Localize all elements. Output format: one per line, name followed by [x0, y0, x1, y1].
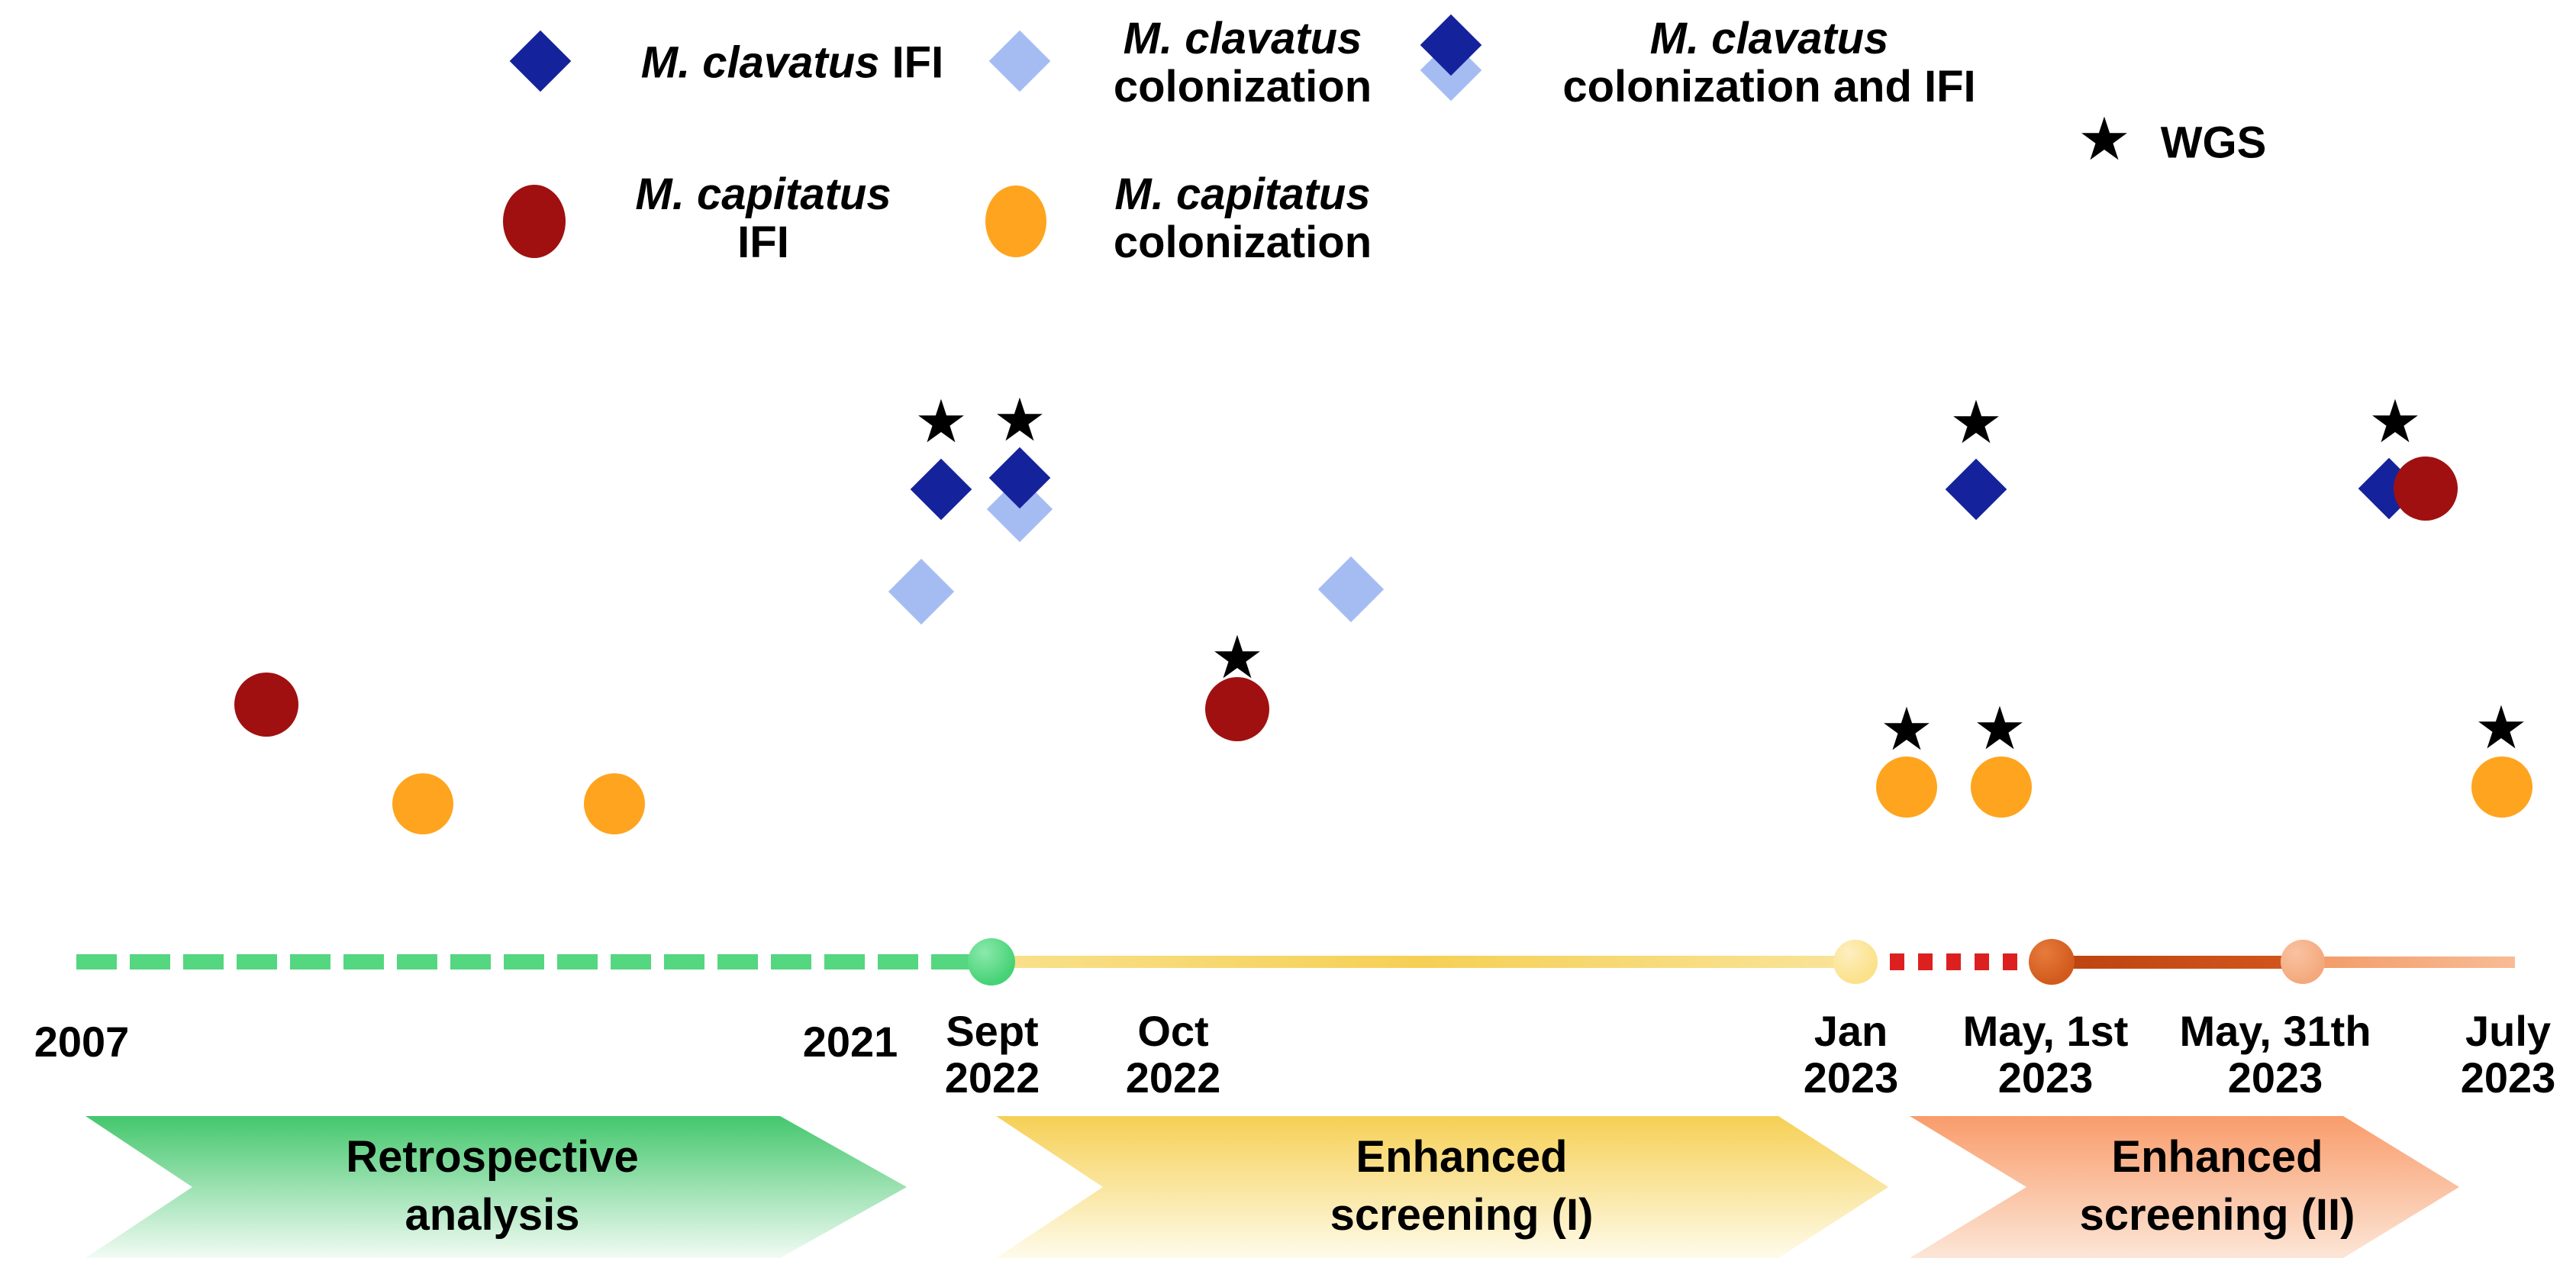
- legend-species-text: M. clavatus: [1649, 14, 1889, 63]
- marker-clavatus-ifi: [910, 458, 972, 521]
- legend-capitatus-colonization-label: M. capitatus colonization: [1114, 170, 1372, 266]
- legend-clavatus-ifi-icon: [509, 30, 572, 92]
- marker-clavatus-col: [1317, 556, 1385, 623]
- legend-species-text: M. clavatus: [1123, 14, 1362, 63]
- marker-capitatus-col: [584, 773, 645, 834]
- legend-rest-text: colonization: [1113, 62, 1372, 111]
- timeline-label-2007: 2007: [34, 1018, 130, 1066]
- timeline-segment-screening2-dark: [2052, 955, 2304, 969]
- legend-rest-text: IFI: [891, 37, 944, 88]
- marker-wgs: ★: [2474, 693, 2528, 761]
- marker-capitatus-ifi: [234, 673, 298, 737]
- marker-wgs: ★: [993, 386, 1046, 453]
- legend-species-text: M. clavatus: [640, 37, 880, 88]
- marker-capitatus-col: [1971, 757, 2032, 818]
- legend-species-text: M. capitatus: [1114, 169, 1371, 219]
- marker-capitatus-col: [392, 773, 453, 834]
- marker-capitatus-ifi: [1205, 677, 1269, 741]
- legend-capitatus-colonization-icon: [985, 186, 1046, 257]
- timeline-sept-2022-dot: [968, 938, 1015, 986]
- phase-arrow-screening-1: [996, 1116, 1888, 1258]
- marker-wgs: ★: [2368, 387, 2422, 455]
- timeline-segment-pre-screening2-dashed: [1890, 953, 2032, 970]
- legend-species-text: M. capitatus: [635, 169, 891, 219]
- legend-wgs-star-icon: ★: [2078, 105, 2131, 173]
- legend-clavatus-colonization-ifi-label: M. clavatus colonization and IFI: [1562, 15, 1975, 111]
- timeline-segment-retrospective-dashed: [76, 954, 971, 969]
- marker-clavatus-ifi: [1945, 458, 2007, 521]
- legend-rest-text: colonization and IFI: [1562, 62, 1976, 111]
- legend-wgs-label: WGS: [2160, 118, 2267, 168]
- phase-arrow-retrospective: [85, 1116, 907, 1258]
- marker-capitatus-col: [1876, 757, 1937, 818]
- legend-rest-text: colonization: [1113, 218, 1372, 267]
- timeline-segment-screening1-solid: [991, 956, 1855, 968]
- legend-capitatus-ifi-label: M. capitatus IFI: [635, 170, 891, 266]
- marker-wgs: ★: [1973, 694, 2026, 762]
- legend-clavatus-colonization-icon: [988, 30, 1051, 92]
- marker-wgs: ★: [914, 387, 968, 455]
- timeline-may31-2023-dot: [2281, 940, 2325, 984]
- timeline-segment-screening2-salmon: [2304, 956, 2515, 968]
- timeline-jan-2023-dot: [1833, 940, 1878, 984]
- marker-wgs: ★: [1880, 695, 1933, 763]
- legend-clavatus-colonization-label: M. clavatus colonization: [1114, 15, 1372, 111]
- legend-clavatus-ifi-label: M. clavatus IFI: [641, 39, 943, 87]
- marker-capitatus-ifi: [2394, 456, 2458, 521]
- marker-clavatus-col: [888, 558, 955, 625]
- marker-wgs: ★: [1949, 388, 2003, 456]
- legend-capitatus-ifi-icon: [503, 185, 566, 258]
- legend-rest-text: IFI: [737, 218, 789, 267]
- marker-capitatus-col: [2471, 757, 2532, 818]
- marker-wgs: ★: [1211, 623, 1264, 691]
- timeline-may1-2023-dot: [2029, 939, 2075, 985]
- timeline-label-2021: 2021: [802, 1018, 898, 1066]
